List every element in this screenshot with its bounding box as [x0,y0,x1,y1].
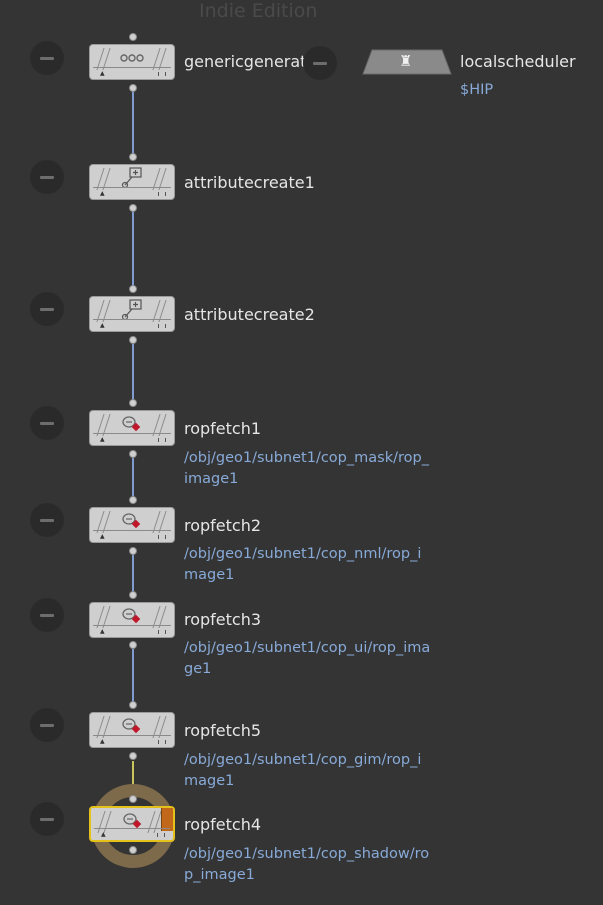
node-path: /obj/geo1/subnet1/cop_ui/rop_ima ge1 [184,640,431,677]
node-path: /obj/geo1/subnet1/cop_shadow/ro p_image1 [184,846,430,883]
node-path: /obj/geo1/subnet1/cop_gim/rop_i mage1 [184,752,422,789]
output-connector[interactable] [129,204,137,212]
bypass-button[interactable] [30,41,64,75]
rop-fetch-icon [119,810,147,832]
bypass-button[interactable] [30,160,64,194]
output-connector[interactable] [129,84,137,92]
input-connector[interactable] [129,795,137,803]
bypass-button[interactable] [30,708,64,742]
node-genericgenerator1[interactable]: ▲ [89,44,175,80]
input-connector[interactable] [129,153,137,161]
node-label: ropfetch4 [184,815,262,834]
node-localscheduler[interactable]: ♜ [362,49,452,75]
node-ropfetch1[interactable]: ▲ [89,410,175,446]
output-connector[interactable] [129,641,137,649]
input-connector[interactable] [129,399,137,407]
bypass-button[interactable] [303,46,337,80]
bypass-button[interactable] [30,292,64,326]
bypass-button[interactable] [30,406,64,440]
node-label: attributecreate1 [184,173,315,192]
bypass-button[interactable] [30,598,64,632]
wire-selected[interactable] [132,761,134,799]
rop-fetch-icon [118,413,146,435]
attribute-create-icon [118,167,146,189]
node-label: ropfetch1 [184,419,262,438]
output-connector[interactable] [129,752,137,760]
rop-fetch-icon [118,715,146,737]
rop-fetch-icon [118,605,146,627]
output-connector[interactable] [129,846,137,854]
input-connector[interactable] [129,285,137,293]
wire[interactable] [132,92,134,156]
node-label: ropfetch3 [184,610,262,629]
dots-icon [118,47,146,69]
wire[interactable] [132,344,134,402]
output-connector[interactable] [129,547,137,555]
node-attributecreate2[interactable]: ▲ [89,296,175,332]
node-label: attributecreate2 [184,305,315,324]
node-path: /obj/geo1/subnet1/cop_mask/rop_ image1 [184,450,429,487]
wire[interactable] [132,212,134,288]
display-flag[interactable] [161,808,173,831]
input-connector[interactable] [129,591,137,599]
rop-fetch-icon [118,510,146,532]
bypass-button[interactable] [30,802,64,836]
scheduler-icon: ♜ [399,52,413,70]
attribute-create-icon [118,299,146,321]
edition-watermark: Indie Edition [199,0,318,22]
output-connector[interactable] [129,336,137,344]
node-attributecreate1[interactable]: ▲ [89,164,175,200]
wire[interactable] [132,649,134,705]
output-connector[interactable] [129,450,137,458]
node-ropfetch3[interactable]: ▲ [89,602,175,638]
node-ropfetch4[interactable]: ▲ [89,806,175,842]
node-label: genericgenerator1 [184,52,333,71]
node-path: $HIP [460,82,494,98]
node-ropfetch2[interactable]: ▲ [89,507,175,543]
bypass-button[interactable] [30,503,64,537]
input-connector[interactable] [129,496,137,504]
input-connector[interactable] [129,701,137,709]
node-label: ropfetch5 [184,721,262,740]
wire[interactable] [132,555,134,595]
node-path: /obj/geo1/subnet1/cop_nml/rop_i mage1 [184,546,422,583]
wire[interactable] [132,458,134,500]
node-label: ropfetch2 [184,516,262,535]
node-label: localscheduler [460,52,576,71]
input-connector[interactable] [129,33,137,41]
node-ropfetch5[interactable]: ▲ [89,712,175,748]
